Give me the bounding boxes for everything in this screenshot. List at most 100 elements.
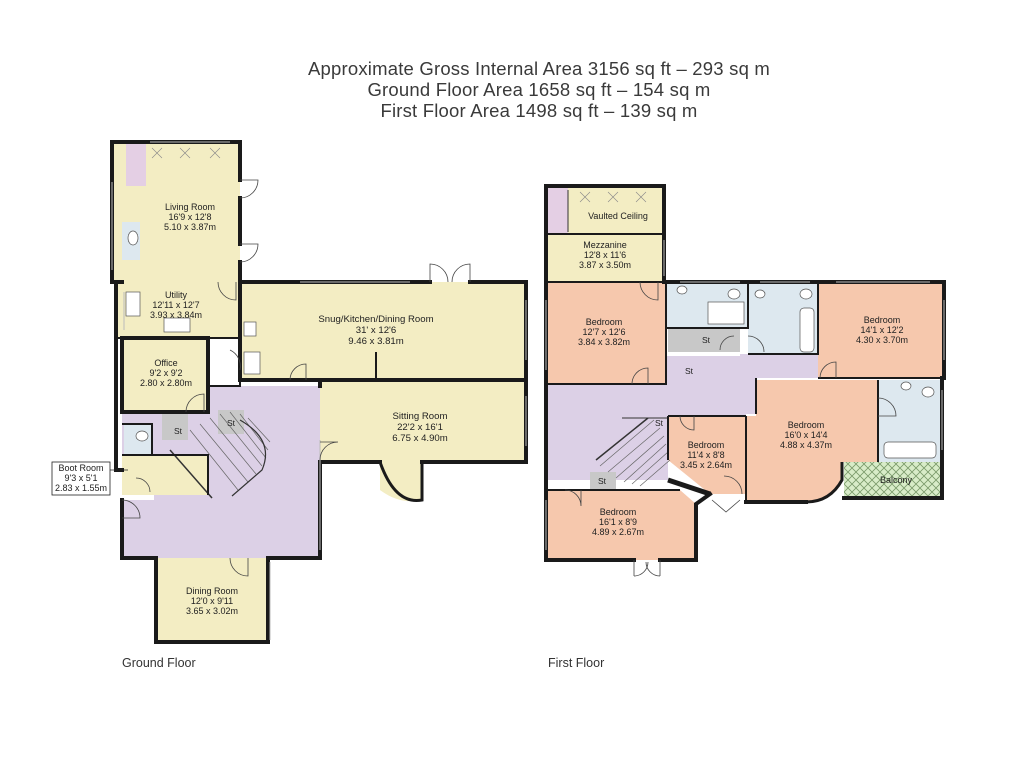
bed5-area (546, 490, 696, 560)
area-summary: Approximate Gross Internal Area 3156 sq … (0, 58, 1024, 121)
room-imperial: 16'1 x 8'9 (599, 517, 637, 527)
ground-windows (111, 141, 527, 640)
room-sitting: Sitting Room 22'2 x 16'1 6.75 x 4.90m (392, 411, 447, 444)
room-name: Mezzanine (583, 240, 627, 250)
room-metric: 4.30 x 3.70m (856, 335, 908, 345)
snug-area (240, 282, 526, 380)
room-metric: 4.89 x 2.67m (592, 527, 644, 537)
room-dining: Dining Room 12'0 x 9'11 3.65 x 3.02m (186, 586, 238, 616)
room-name: Boot Room (58, 463, 103, 473)
room-metric: 3.65 x 3.02m (186, 606, 238, 616)
room-mezzanine: Mezzanine 12'8 x 11'6 3.87 x 3.50m (579, 240, 631, 270)
room-name: Living Room (165, 202, 215, 212)
room-imperial: 9'3 x 5'1 (65, 473, 98, 483)
vaulted-ceiling-area (568, 186, 664, 234)
room-living: Living Room 16'9 x 12'8 5.10 x 3.87m (164, 202, 216, 232)
room-name: Office (154, 358, 177, 368)
room-metric: 2.80 x 2.80m (140, 378, 192, 388)
first-fixtures (676, 285, 937, 459)
room-imperial: 12'11 x 12'7 (152, 300, 199, 310)
bed4-bay-wall (805, 462, 844, 504)
room-bed3: Bedroom 11'4 x 8'8 3.45 x 2.64m (680, 440, 732, 470)
room-metric: 3.84 x 3.82m (578, 337, 630, 347)
room-metric: 2.83 x 1.55m (55, 483, 107, 493)
room-metric: 3.87 x 3.50m (579, 260, 631, 270)
room-bed1: Bedroom 12'7 x 12'6 3.84 x 3.82m (578, 317, 630, 347)
bed3-angle-wall (667, 477, 711, 497)
boot-room-area (122, 455, 208, 495)
room-name: Bedroom (600, 507, 637, 517)
room-snug: Snug/Kitchen/Dining Room 31' x 12'6 9.46… (318, 314, 433, 347)
room-bed5: Bedroom 16'1 x 8'9 4.89 x 2.67m (592, 507, 644, 537)
room-imperial: 16'0 x 14'4 (785, 430, 828, 440)
office-area (122, 338, 208, 412)
store-2 (218, 410, 244, 434)
room-metric: 9.46 x 3.81m (348, 336, 403, 347)
first-interior-walls (546, 233, 944, 502)
balcony-label: Balcony (880, 475, 913, 485)
room-imperial: 22'2 x 16'1 (397, 422, 443, 433)
store-1 (162, 414, 188, 440)
room-bed4: Bedroom 16'0 x 14'4 4.88 x 4.37m (780, 420, 832, 450)
bed2-area (818, 282, 944, 378)
room-metric: 3.45 x 2.64m (680, 460, 732, 470)
room-imperial: 11'4 x 8'8 (687, 450, 724, 460)
room-imperial: 12'8 x 11'6 (584, 250, 626, 260)
room-name: Bedroom (788, 420, 825, 430)
bed1-area (546, 282, 666, 384)
store-label: St (685, 366, 694, 376)
sitting-bay-wall (378, 461, 424, 503)
room-imperial: 14'1 x 12'2 (861, 325, 904, 335)
dining-area (156, 558, 268, 642)
room-name: Dining Room (186, 586, 238, 596)
room-imperial: 9'2 x 9'2 (150, 368, 183, 378)
ground-doors (121, 179, 471, 577)
store-label: St (227, 418, 236, 428)
sitting-area (320, 380, 526, 462)
ground-floor-label: Ground Floor (122, 656, 196, 670)
skylights (151, 147, 647, 203)
room-imperial: 12'7 x 12'6 (583, 327, 626, 337)
first-area-line: First Floor Area 1498 sq ft – 139 sq m (380, 100, 698, 121)
store-label: St (598, 476, 607, 486)
store-5 (590, 472, 616, 490)
first-floor-label: First Floor (548, 656, 605, 670)
stairs-first-top (546, 186, 568, 234)
store-3 (668, 328, 740, 352)
room-metric: 3.93 x 3.84m (150, 310, 202, 320)
room-name: Snug/Kitchen/Dining Room (318, 314, 433, 325)
first-doors (564, 281, 897, 577)
first-floor-plan: Vaulted Ceiling Mezzanine 12'8 x 11'6 3.… (151, 147, 946, 577)
room-name: Bedroom (688, 440, 725, 450)
room-boot: Boot Room 9'3 x 5'1 2.83 x 1.55m (51, 461, 128, 496)
bed3-area (668, 416, 746, 494)
room-imperial: 16'9 x 12'8 (169, 212, 212, 222)
first-windows (545, 240, 945, 550)
stairs-ground-top (126, 142, 146, 186)
gross-area-line: Approximate Gross Internal Area 3156 sq … (307, 58, 771, 79)
room-utility: Utility 12'11 x 12'7 3.93 x 3.84m (150, 290, 202, 320)
room-metric: 5.10 x 3.87m (164, 222, 216, 232)
store-label: St (174, 426, 183, 436)
store-label: St (702, 335, 711, 345)
room-name: Bedroom (864, 315, 901, 325)
room-imperial: 31' x 12'6 (356, 325, 396, 336)
first-staircase (595, 417, 671, 487)
store-label: St (655, 418, 664, 428)
room-office: Office 9'2 x 9'2 2.80 x 2.80m (140, 358, 192, 388)
room-imperial: 12'0 x 9'11 (191, 596, 233, 606)
landing-area (546, 354, 818, 480)
room-metric: 4.88 x 4.37m (780, 440, 832, 450)
ground-floor-plan: Living Room 16'9 x 12'8 5.10 x 3.87m Uti… (110, 140, 528, 644)
room-name: Utility (165, 290, 187, 300)
ground-fixtures (125, 230, 261, 442)
room-metric: 6.75 x 4.90m (392, 433, 447, 444)
ground-area-line: Ground Floor Area 1658 sq ft – 154 sq m (367, 79, 711, 100)
bed4-area (746, 380, 878, 502)
balcony-area (844, 462, 942, 498)
room-bed2: Bedroom 14'1 x 12'2 4.30 x 3.70m (856, 315, 908, 345)
ground-interior-walls (116, 337, 377, 495)
mezzanine-area (546, 234, 664, 282)
ground-staircase (169, 411, 271, 499)
